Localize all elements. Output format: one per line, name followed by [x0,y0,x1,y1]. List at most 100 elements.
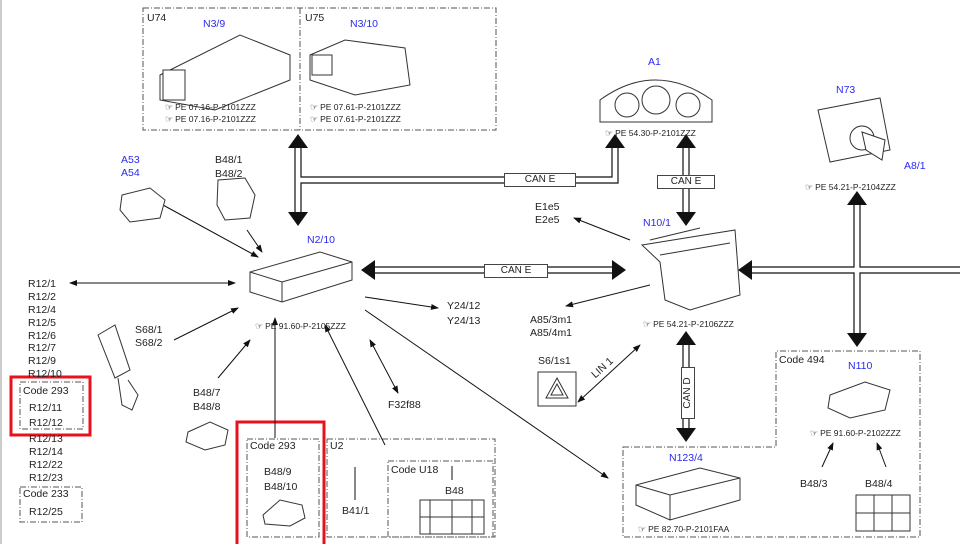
e1e5-label: E1e5 [535,201,560,213]
a53-label: A53 [121,154,140,166]
a85-4m1-label: A85/4m1 [530,327,573,339]
ecu-n3-10-device [309,39,411,96]
hazard-switch-device [537,371,577,407]
b48-8-label: B48/8 [193,401,221,413]
n73-ref: ☞PE 54.21-P-2104ZZZ [805,182,896,192]
r12-item: R12/4 [28,304,57,316]
sensor-a53-device [119,187,166,223]
pointing-hand-icon: ☞ [643,319,652,329]
sensor-b48-7-device [185,421,229,451]
r12-item: R12/1 [28,278,57,290]
pointing-hand-icon: ☞ [310,114,319,124]
r12-item: R12/25 [29,506,63,518]
bus-can-e-top: CAN E [504,173,576,187]
code494-label: Code 494 [779,354,825,366]
u18-box [387,460,494,538]
n3-10-ref-2: ☞PE 07.61-P-2101ZZZ [310,114,401,124]
pointing-hand-icon: ☞ [810,428,819,438]
n10-1-ref: ☞PE 54.21-P-2106ZZZ [643,319,734,329]
n123-4-ref: ☞PE 82.70-P-2101FAA [638,524,730,534]
pointing-hand-icon: ☞ [605,128,614,138]
module-n110-device [827,381,891,419]
n110-label: N110 [848,360,873,372]
r12-item: R12/9 [28,355,57,367]
r12-item: R12/10 [28,368,62,380]
n3-9-label: N3/9 [203,18,226,30]
sensor-b48-9-device [262,499,306,527]
r12-code233-box [19,486,83,523]
b48-code293-box [246,438,320,538]
r12-item: R12/12 [29,417,63,429]
e2e5-label: E2e5 [535,214,560,226]
b48-4-label: B48/4 [865,478,893,490]
s68-2-label: S68/2 [135,337,163,349]
pointing-hand-icon: ☞ [310,102,319,112]
a85-3m1-label: A85/3m1 [530,314,573,326]
u74-code: U74 [147,12,167,24]
seat-belt-buckle-device [97,324,139,411]
bus-can-e-mid: CAN E [484,264,548,278]
n10-1-label: N10/1 [643,217,672,229]
b48-label: B48 [445,485,464,497]
r12-code293-label: Code 293 [23,385,69,397]
n110-ref: ☞PE 91.60-P-2102ZZZ [810,428,901,438]
ecu-n3-9-device [159,34,291,111]
bus-can-e-a1: CAN E [657,175,715,189]
pointing-hand-icon: ☞ [638,524,647,534]
r12-item: R12/13 [29,433,63,445]
r12-item: R12/11 [29,402,63,414]
b48-10-label: B48/10 [264,481,298,493]
s68-1-label: S68/1 [135,324,163,336]
r12-item: R12/14 [29,446,63,458]
n3-10-label: N3/10 [350,18,379,30]
pointing-hand-icon: ☞ [805,182,814,192]
n2-10-label: N2/10 [307,234,336,246]
module-n123-4-device [635,467,741,521]
sensor-b48-device [419,499,485,535]
u75-code: U75 [305,12,325,24]
s6-1s1-label: S6/1s1 [538,355,571,367]
module-n2-10-device [249,251,353,303]
highlight-b48-code293 [235,420,326,544]
n110-n123-box [622,350,921,538]
highlight-r12-code293 [9,375,92,437]
b48-1-label: B48/1 [215,154,243,166]
a1-ref: ☞PE 54.30-P-2101ZZZ [605,128,696,138]
r12-code233-label: Code 233 [23,488,69,500]
a54-label: A54 [121,167,140,179]
b48-3-label: B48/3 [800,478,828,490]
sensor-b48-1-device [216,177,256,221]
n73-label: N73 [836,84,856,96]
pointing-hand-icon: ☞ [165,102,174,112]
n2-10-ref: ☞PE 91.60-P-2105ZZZ [255,321,346,331]
sam-n10-1-device [640,227,741,311]
r12-item: R12/22 [29,459,63,471]
y24-12-label: Y24/12 [447,300,481,312]
n3-10-ref-1: ☞PE 07.61-P-2101ZZZ [310,102,401,112]
bus-can-d: CAN D [681,367,695,419]
n3-9-ref-2: ☞PE 07.16-P-2101ZZZ [165,114,256,124]
sensor-b48-4-device [855,494,911,532]
pointing-hand-icon: ☞ [165,114,174,124]
r12-item: R12/6 [28,330,57,342]
u2-label: U2 [330,440,344,452]
r12-item: R12/7 [28,342,57,354]
f32f88-label: F32f88 [388,399,421,411]
a1-label: A1 [648,56,661,68]
n123-4-label: N123/4 [669,452,703,464]
y24-13-label: Y24/13 [447,315,481,327]
r12-item: R12/2 [28,291,57,303]
b48-9-label: B48/9 [264,466,292,478]
a8-1-label: A8/1 [904,160,926,172]
n3-9-ref-1: ☞PE 07.16-P-2101ZZZ [165,102,256,112]
u18-label: Code U18 [391,464,439,476]
pointing-hand-icon: ☞ [255,321,264,331]
b48-2-label: B48/2 [215,168,243,180]
r12-item: R12/5 [28,317,57,329]
ignition-switch-device [817,97,891,163]
b41-1-label: B41/1 [342,505,370,517]
u2-box [326,438,496,538]
instrument-cluster-device [599,79,713,123]
